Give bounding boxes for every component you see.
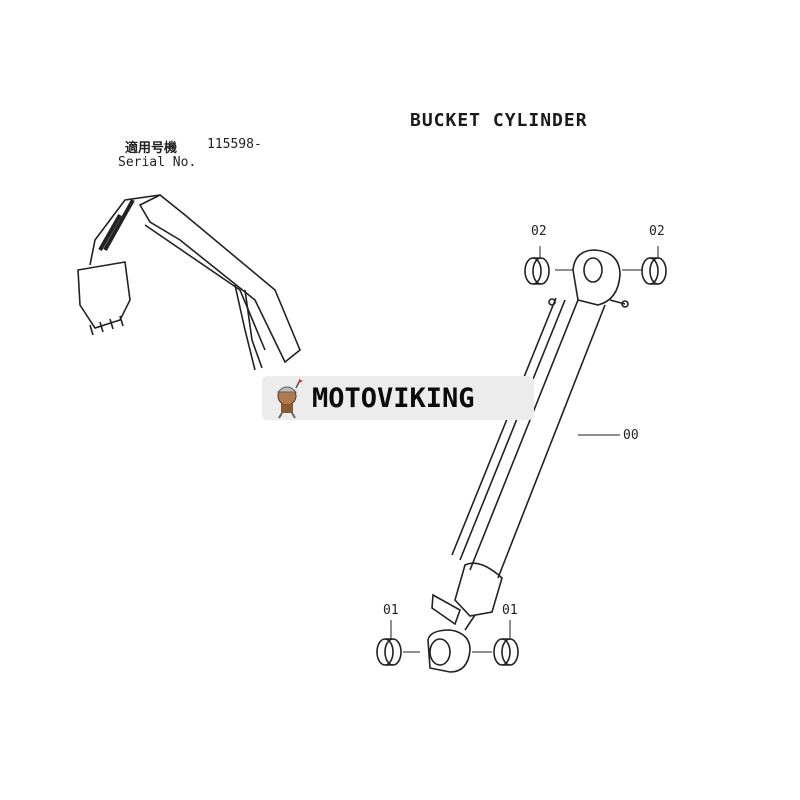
serial-number: 115598-	[207, 137, 262, 152]
diagram-title: BUCKET CYLINDER	[410, 110, 588, 131]
part-ref-02-left: 02	[531, 224, 547, 239]
part-ref-01-left: 01	[383, 603, 399, 618]
watermark-text: MOTOVIKING	[312, 382, 475, 414]
watermark-logo: MOTOVIKING	[262, 376, 534, 420]
bushing-01-left	[376, 620, 420, 666]
excavator-arm-illustration	[77, 194, 301, 371]
part-ref-01-right: 01	[502, 603, 518, 618]
bushing-01-right	[472, 620, 519, 666]
part-ref-00: 00	[623, 428, 639, 443]
bushing-02-left	[524, 246, 573, 285]
viking-mascot-icon	[276, 379, 303, 419]
serial-label-jp: 適用号機	[125, 141, 178, 156]
bucket-cylinder-illustration	[427, 249, 629, 673]
bushing-02-right	[622, 246, 667, 285]
serial-label-en: Serial No.	[118, 155, 197, 170]
part-ref-02-right: 02	[649, 224, 665, 239]
